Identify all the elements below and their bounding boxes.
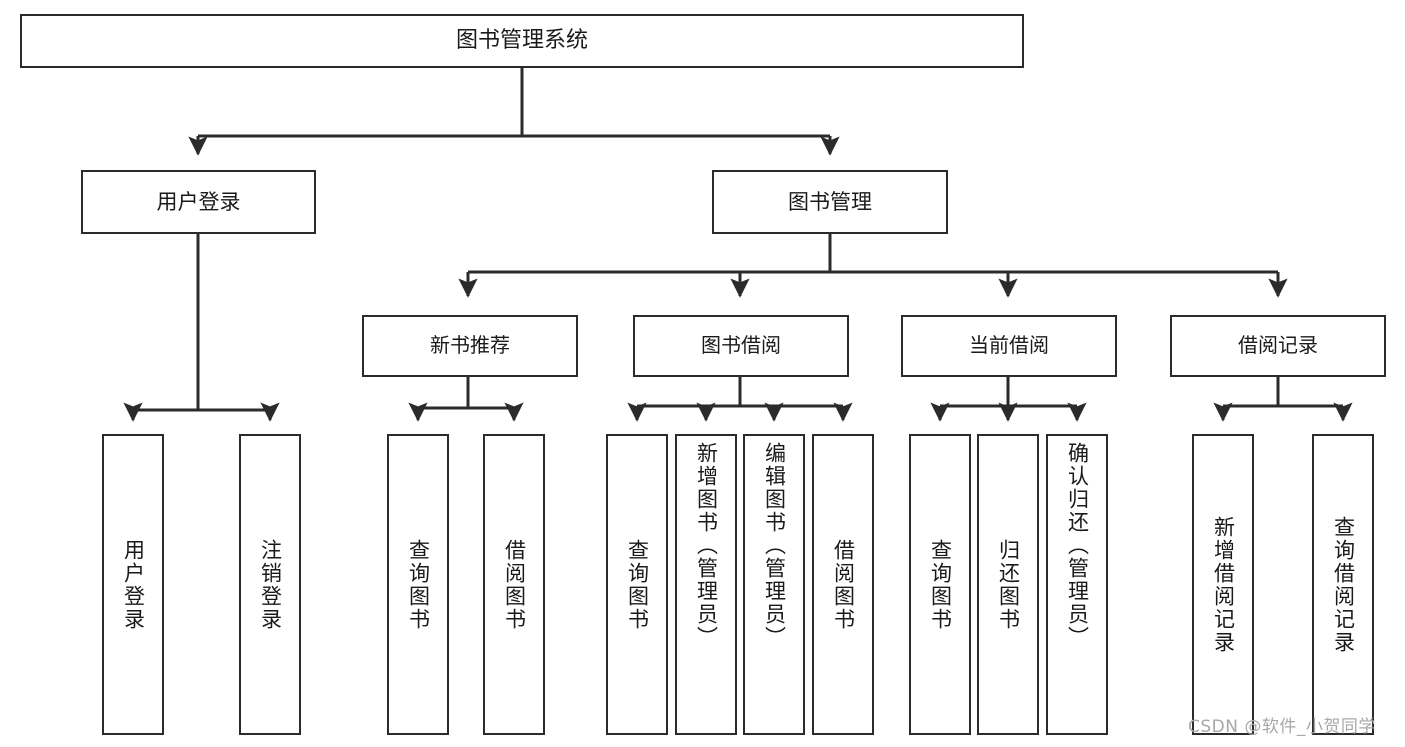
leaf-recommend-search-book-label: 查询图书 — [406, 538, 431, 631]
csdn-watermark: CSDN @软件_小贺同学 — [1188, 717, 1376, 737]
leaf-borrow-edit-book-admin[interactable]: 编辑图书（管理员） — [743, 434, 805, 735]
leaf-user-login[interactable]: 用户登录 — [102, 434, 164, 735]
leaf-records-search-record[interactable]: 查询借阅记录 — [1312, 434, 1374, 735]
leaf-current-return-book[interactable]: 归还图书 — [977, 434, 1039, 735]
node-root-label: 图书管理系统 — [455, 28, 588, 54]
leaf-borrow-borrow-book-label: 借阅图书 — [831, 538, 856, 631]
node-new-book-recommend[interactable]: 新书推荐 — [362, 315, 578, 377]
node-borrow-records[interactable]: 借阅记录 — [1170, 315, 1386, 377]
node-book-management[interactable]: 图书管理 — [712, 170, 948, 234]
node-new-book-recommend-label: 新书推荐 — [430, 333, 510, 358]
node-book-borrow[interactable]: 图书借阅 — [633, 315, 849, 377]
leaf-current-confirm-return-admin[interactable]: 确认归还（管理员） — [1046, 434, 1108, 735]
leaf-recommend-borrow-book-label: 借阅图书 — [502, 538, 527, 631]
leaf-borrow-search-book-label: 查询图书 — [625, 538, 650, 631]
leaf-user-logout-label: 注销登录 — [258, 538, 283, 631]
leaf-borrow-add-book-admin[interactable]: 新增图书（管理员） — [675, 434, 737, 735]
node-root[interactable]: 图书管理系统 — [20, 14, 1024, 68]
leaf-records-add-record[interactable]: 新增借阅记录 — [1192, 434, 1254, 735]
node-user-login-label: 用户登录 — [156, 189, 241, 214]
leaf-current-return-book-label: 归还图书 — [996, 538, 1021, 631]
node-current-borrow-label: 当前借阅 — [969, 333, 1049, 358]
leaf-borrow-borrow-book[interactable]: 借阅图书 — [812, 434, 874, 735]
leaf-recommend-search-book[interactable]: 查询图书 — [387, 434, 449, 735]
leaf-records-add-record-label: 新增借阅记录 — [1211, 515, 1236, 654]
node-current-borrow[interactable]: 当前借阅 — [901, 315, 1117, 377]
leaf-current-confirm-return-admin-label: 确认归还（管理员） — [1065, 442, 1090, 649]
node-book-management-label: 图书管理 — [788, 189, 872, 214]
leaf-borrow-add-book-admin-label: 新增图书（管理员） — [694, 442, 719, 649]
leaf-current-search-book[interactable]: 查询图书 — [909, 434, 971, 735]
leaf-user-logout[interactable]: 注销登录 — [239, 434, 301, 735]
leaf-user-login-label: 用户登录 — [121, 538, 146, 631]
leaf-borrow-edit-book-admin-label: 编辑图书（管理员） — [762, 442, 787, 649]
node-borrow-records-label: 借阅记录 — [1238, 333, 1318, 358]
leaf-recommend-borrow-book[interactable]: 借阅图书 — [483, 434, 545, 735]
node-book-borrow-label: 图书借阅 — [701, 333, 781, 358]
leaf-borrow-search-book[interactable]: 查询图书 — [606, 434, 668, 735]
leaf-records-search-record-label: 查询借阅记录 — [1331, 515, 1356, 654]
node-user-login[interactable]: 用户登录 — [81, 170, 316, 234]
leaf-current-search-book-label: 查询图书 — [928, 538, 953, 631]
